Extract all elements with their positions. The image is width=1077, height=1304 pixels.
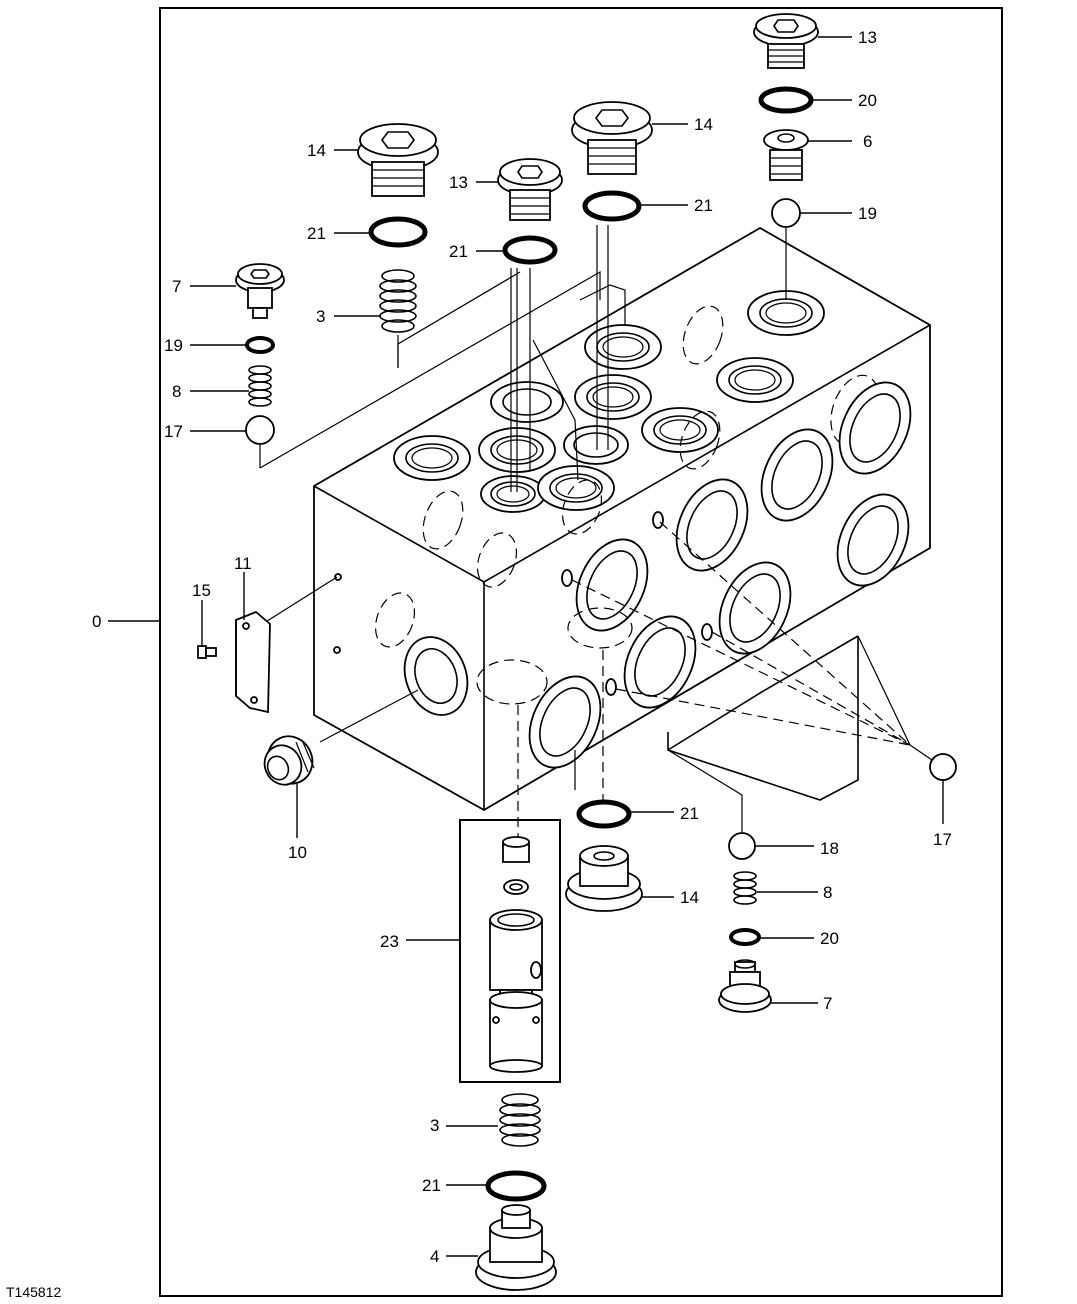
leader-lines <box>108 36 944 1257</box>
callout-17-bottom: 18 <box>820 839 839 858</box>
callout-7-bottom: 7 <box>823 994 832 1013</box>
callout-7-top: 7 <box>172 277 181 296</box>
o-ring-21-bottom <box>485 1170 547 1202</box>
callout-4: 4 <box>430 1247 439 1266</box>
left-face-ports <box>333 573 469 716</box>
callout-6: 6 <box>863 132 872 151</box>
callout-labels: 13 20 6 19 14 21 13 21 14 21 3 7 19 8 17… <box>92 28 952 1266</box>
plug-14-left <box>357 123 439 197</box>
callout-17-top: 17 <box>164 422 183 441</box>
spring-8-bottom <box>733 871 757 905</box>
plug-7-top <box>235 263 285 319</box>
callout-13-top: 13 <box>858 28 877 47</box>
callout-3-top: 3 <box>316 307 325 326</box>
plug-7-bottom <box>718 959 772 1013</box>
callout-11: 11 <box>234 554 252 573</box>
ball-17-top <box>245 415 275 445</box>
ball-18 <box>771 198 801 228</box>
plug-14-center <box>571 101 653 175</box>
plug-13-center <box>497 158 563 221</box>
plug-14-lower <box>565 845 643 912</box>
diagram-frame <box>159 7 1003 1297</box>
spring-8-top <box>248 365 272 407</box>
callout-21-left: 21 <box>307 224 326 243</box>
callout-0: 0 <box>92 612 101 631</box>
callout-21-bottom-label: 21 <box>422 1176 441 1195</box>
callout-3-bottom: 3 <box>430 1116 439 1135</box>
o-ring-21-lower <box>576 799 632 829</box>
figure-id: T145812 <box>6 1284 61 1300</box>
callout-21-lower: 21 <box>680 804 699 823</box>
callout-19-bottom: 20 <box>820 929 839 948</box>
o-ring-19-bottom <box>729 928 761 946</box>
plug-6 <box>763 129 809 181</box>
screw-15 <box>197 645 217 659</box>
callout-15: 15 <box>192 581 211 600</box>
spring-3-bottom <box>499 1093 541 1147</box>
spool-kit-23-box <box>459 819 561 1083</box>
plug-10 <box>263 735 315 786</box>
callout-23: 23 <box>380 932 399 951</box>
callout-21-center: 21 <box>694 196 713 215</box>
callout-16: 17 <box>933 830 952 849</box>
top-face-ports <box>393 290 880 588</box>
cover-11 <box>235 610 271 714</box>
o-ring-21-left <box>368 216 428 248</box>
callout-14-center: 14 <box>694 115 713 134</box>
o-ring-19-top <box>245 336 275 354</box>
callout-20-center: 21 <box>449 242 468 261</box>
spring-3-top <box>379 269 417 333</box>
callout-8-bottom: 8 <box>823 883 832 902</box>
o-ring-21-center <box>582 190 642 222</box>
ball-17-bottom <box>728 832 756 860</box>
right-face-ports <box>476 381 912 769</box>
ball-16 <box>929 753 957 781</box>
callout-18: 19 <box>858 204 877 223</box>
callout-13-center: 13 <box>449 173 468 192</box>
plug-13-top <box>753 13 819 69</box>
callout-19-top: 19 <box>164 336 183 355</box>
spool-23 <box>489 836 543 1073</box>
plug-4 <box>475 1204 557 1291</box>
callout-20-top: 20 <box>858 91 877 110</box>
callout-14-left: 14 <box>307 141 326 160</box>
callout-10: 10 <box>288 843 307 862</box>
callout-8-top: 8 <box>172 382 181 401</box>
assembly-lines <box>255 225 933 845</box>
callout-14-lower: 14 <box>680 888 699 907</box>
o-ring-20-top <box>758 86 814 114</box>
o-ring-20-center <box>502 235 558 265</box>
